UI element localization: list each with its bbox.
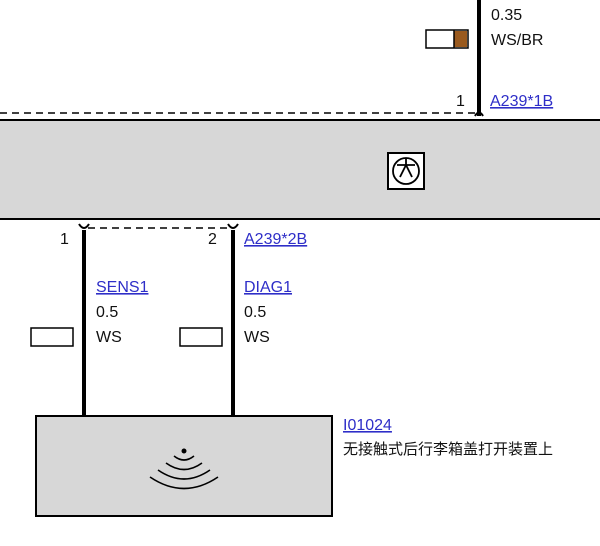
proximity-sensor-wave-icon (149, 448, 219, 490)
sens1-wire-color: WS (96, 329, 122, 346)
diag1-color-swatch (179, 327, 223, 347)
transistor-symbol-icon (387, 152, 425, 190)
top-pin-hook (474, 111, 484, 117)
control-module-box (0, 119, 600, 220)
diag1-wire-size: 0.5 (244, 304, 266, 321)
top-wire-size: 0.35 (491, 7, 522, 24)
sens1-signal-link[interactable]: SENS1 (96, 279, 149, 296)
bottom-pin2-hook (227, 223, 239, 229)
bottom-connector-link[interactable]: A239*2B (244, 231, 307, 248)
top-connector-link[interactable]: A239*1B (490, 93, 553, 110)
sensor-description: 无接触式后行李箱盖打开装置上 (343, 440, 553, 458)
sens1-color-swatch (30, 327, 74, 347)
top-wire-color: WS/BR (491, 32, 543, 49)
sensor-component-box (35, 415, 333, 517)
bottom-pin1-number: 1 (60, 231, 69, 248)
sens1-wire-size: 0.5 (96, 304, 118, 321)
sensor-code-link[interactable]: I01024 (343, 417, 392, 434)
top-wire-color-swatch (425, 29, 469, 49)
diag1-signal-link[interactable]: DIAG1 (244, 279, 292, 296)
top-pin-number: 1 (456, 93, 465, 110)
bottom-pin1-hook (78, 223, 90, 229)
bottom-pin2-number: 2 (208, 231, 217, 248)
diag1-wire-color: WS (244, 329, 270, 346)
